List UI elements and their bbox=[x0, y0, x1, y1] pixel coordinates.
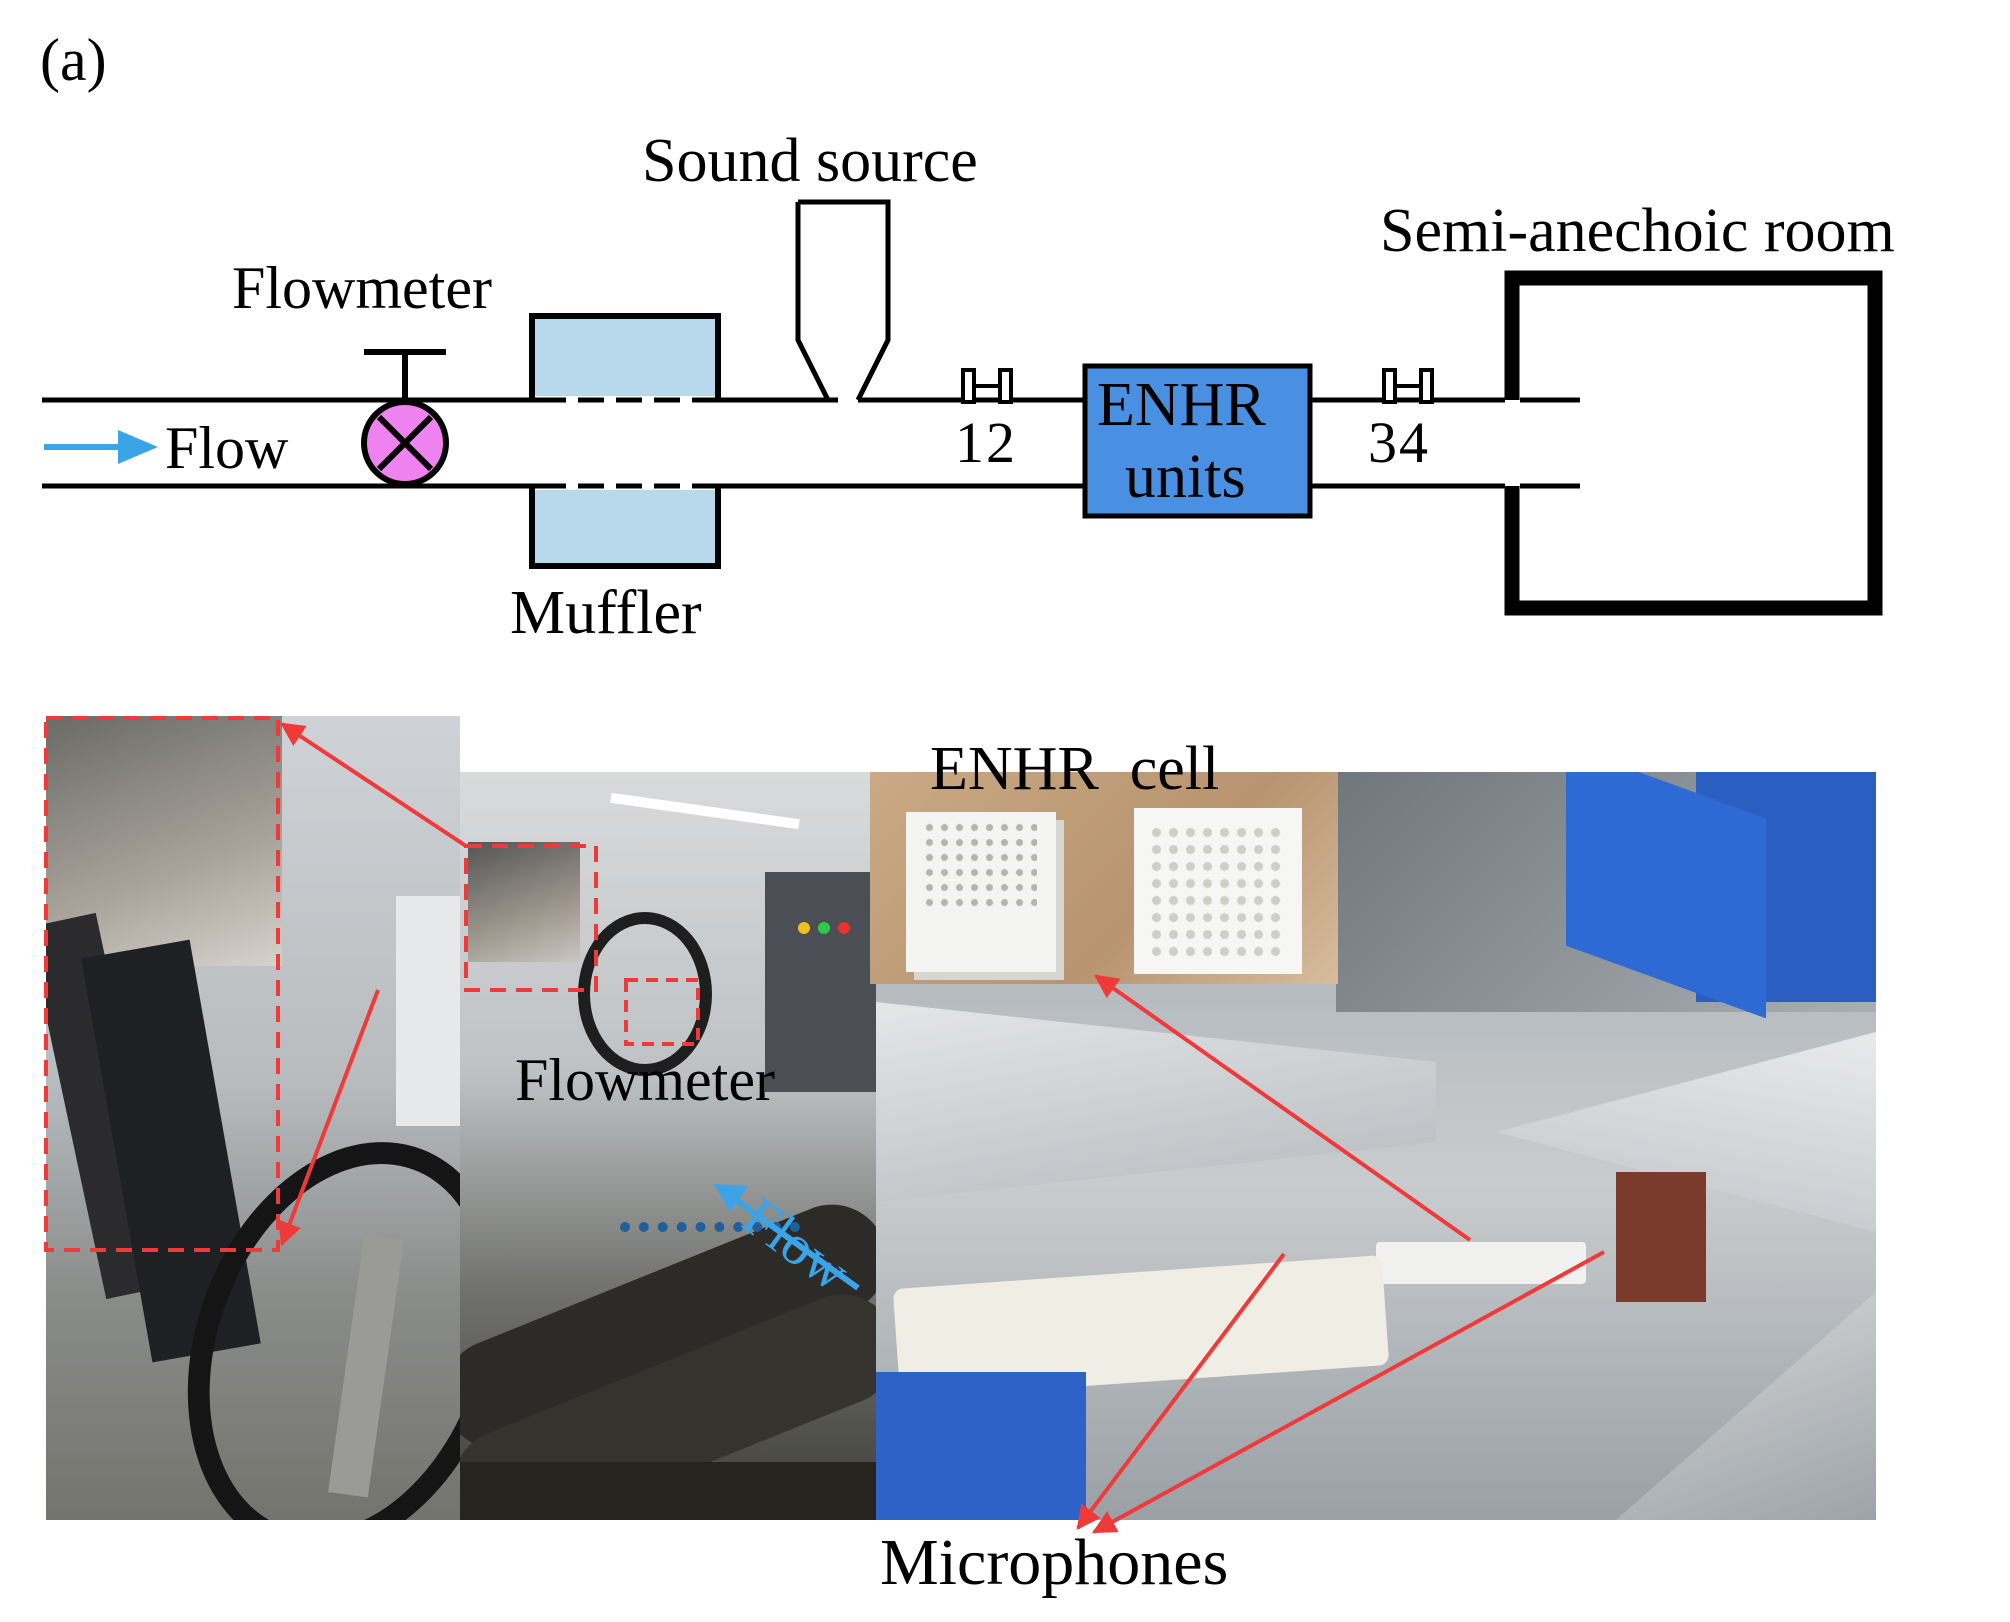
photo-hose-pipe bbox=[46, 716, 460, 1520]
callout-arrow-zoom-bottom bbox=[278, 989, 380, 1247]
microphones-label: Microphones bbox=[880, 1526, 1229, 1599]
muffler bbox=[529, 313, 721, 569]
flow-label: Flow bbox=[165, 415, 289, 481]
flowmeter-region-box bbox=[624, 978, 700, 1046]
muffler-label: Muffler bbox=[510, 579, 702, 647]
photo-flowmeter-setup bbox=[460, 772, 876, 1520]
sound-source-label: Sound source bbox=[642, 127, 978, 195]
enhr-units-label-line1: ENHR bbox=[1097, 371, 1266, 439]
photo-enhr-cell-inset bbox=[870, 772, 1338, 984]
photo-flow-arrow-icon bbox=[714, 1184, 860, 1291]
zoom-region-box-small bbox=[464, 844, 598, 992]
zoom-region-box-large bbox=[44, 716, 280, 1252]
photo-flowmeter-label: Flowmeter bbox=[515, 1047, 775, 1113]
sound-source-horn bbox=[795, 199, 891, 402]
duct-walls bbox=[42, 397, 1580, 489]
flowmeter-label: Flowmeter bbox=[232, 255, 492, 321]
enhr-cell-label: ENHR cell bbox=[930, 735, 1220, 803]
callout-arrow-mic-right bbox=[1091, 1250, 1605, 1534]
enhr-units-label-line2: units bbox=[1125, 443, 1246, 511]
microphone-markers-upstream bbox=[961, 368, 1013, 404]
photo-anechoic-chamber bbox=[876, 772, 1876, 1520]
callout-arrow-mic-left bbox=[1076, 1252, 1286, 1530]
microphone-markers-downstream bbox=[1382, 368, 1434, 404]
callout-arrow-zoom-top bbox=[279, 722, 468, 848]
semi-anechoic-room-label: Semi-anechoic room bbox=[1380, 197, 1895, 265]
panel-label: (a) bbox=[40, 27, 107, 93]
mic-pair-upstream-label: 12 bbox=[955, 410, 1017, 475]
mic-pair-downstream-label: 34 bbox=[1368, 410, 1430, 475]
semi-anechoic-room bbox=[1504, 270, 1883, 616]
callout-arrow-enhr-cell bbox=[1094, 974, 1472, 1242]
enhr-units-box bbox=[1082, 363, 1313, 519]
flow-arrow-icon bbox=[44, 430, 158, 464]
flowmeter-valve bbox=[361, 349, 449, 487]
